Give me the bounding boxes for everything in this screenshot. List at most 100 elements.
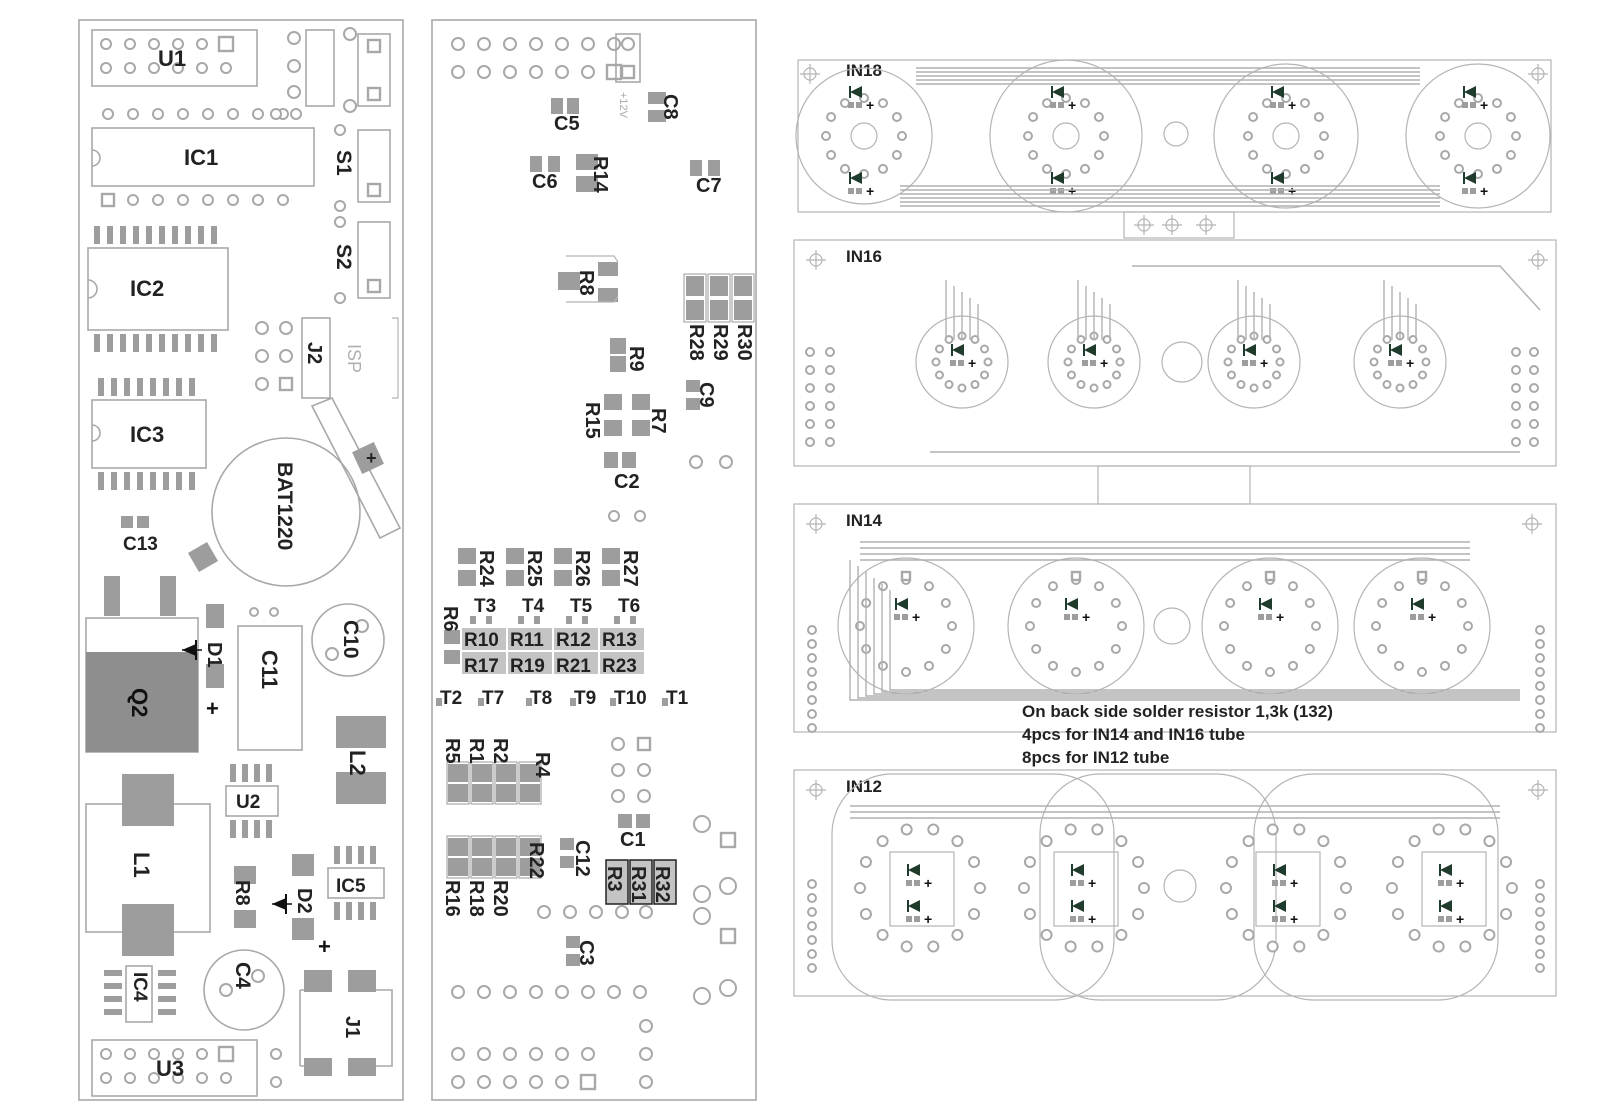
label-u2: U2 — [236, 792, 260, 813]
svg-text:+: + — [1480, 97, 1488, 113]
label-r7-ctrl: R7 — [647, 408, 669, 434]
display-board-in18: IN18 — [797, 59, 1552, 239]
label-r12-ctrl: R12 — [556, 630, 591, 651]
svg-text:+: + — [1406, 355, 1414, 371]
label-l2: L2 — [345, 750, 370, 776]
display-boards: IN18 IN16 IN14 IN12 ++++++++++++++++++++… — [793, 59, 1557, 1001]
label-in18: IN18 — [846, 61, 882, 80]
label-r2-ctrl: R2 — [489, 738, 511, 764]
u3-header: U3 — [91, 1039, 258, 1097]
d2-diode: D2 + — [272, 854, 331, 959]
svg-text:+: + — [1276, 609, 1284, 625]
main-board: U1 IC1 S1 S2 IC2 — [78, 19, 404, 1101]
label-c2-ctrl: C2 — [614, 471, 640, 493]
label-r3-ctrl: R3 — [603, 866, 625, 892]
label-d1: D1 — [203, 642, 225, 668]
label-c7-ctrl: C7 — [696, 175, 722, 197]
label-r15-ctrl: R15 — [581, 402, 603, 439]
label-r1-ctrl: R1 — [465, 738, 487, 764]
label-c3-ctrl: C3 — [575, 940, 597, 966]
label-ic3: IC3 — [130, 422, 164, 447]
svg-text:+: + — [1456, 911, 1464, 927]
label-r6-ctrl: R6 — [439, 606, 461, 632]
label-c9-ctrl: C9 — [695, 382, 717, 408]
ic3-chip: IC3 — [91, 399, 207, 469]
c11-cap: C11 — [237, 607, 303, 751]
l1-inductor: L1 — [85, 774, 211, 956]
svg-text:+: + — [1082, 609, 1090, 625]
label-ic2: IC2 — [130, 276, 164, 301]
label-r22-ctrl: R22 — [525, 842, 547, 879]
svg-text:+: + — [924, 875, 932, 891]
svg-text:+: + — [912, 609, 920, 625]
svg-text:+: + — [1068, 97, 1076, 113]
svg-text:+: + — [1288, 183, 1296, 199]
label-r11-ctrl: R11 — [510, 630, 544, 651]
label-l1: L1 — [129, 852, 154, 878]
svg-text:+: + — [866, 97, 874, 113]
label-in16: IN16 — [846, 247, 882, 266]
note-line-2: 4pcs for IN14 and IN16 tube — [1022, 725, 1245, 744]
c4-cap: C4 — [203, 949, 285, 1031]
label-t6-ctrl: T6 — [618, 596, 640, 617]
label-c11: C11 — [257, 650, 282, 689]
u2-regulator: U2 — [225, 785, 279, 817]
svg-text:+: + — [1290, 875, 1298, 891]
u1-header: U1 — [91, 27, 357, 113]
label-r31-ctrl: R31 — [627, 866, 649, 903]
note-line-1: On back side solder resistor 1,3k (132) — [1022, 702, 1333, 721]
label-bat1220: BAT1220 — [273, 462, 296, 550]
label-r14-ctrl: R14 — [589, 156, 611, 194]
ic5-chip: IC5 — [327, 867, 385, 899]
svg-text:+: + — [366, 448, 377, 468]
svg-text:+: + — [866, 183, 874, 199]
label-c12-ctrl: C12 — [571, 840, 593, 877]
label-r26-ctrl: R26 — [571, 550, 593, 587]
l2-inductor: L2 — [336, 716, 386, 804]
label-t2-ctrl: T2 — [440, 688, 462, 709]
label-r9-ctrl: R9 — [625, 346, 647, 372]
label-isp: ISP — [344, 344, 364, 373]
label-12v: +12V — [617, 92, 629, 119]
label-t3-ctrl: T3 — [474, 596, 496, 617]
r8-resistor-main: R8 — [231, 866, 256, 928]
s2-switch: S2 — [332, 221, 391, 299]
s-switch-top — [305, 29, 391, 107]
label-r23-ctrl: R23 — [602, 656, 637, 677]
label-in14: IN14 — [846, 511, 882, 530]
control-board-outline — [431, 19, 757, 1101]
assembly-note: On back side solder resistor 1,3k (132) … — [1022, 702, 1333, 767]
label-t8-ctrl: T8 — [530, 688, 552, 709]
d1-diode: D1 + — [182, 604, 225, 721]
display-board-in16: IN16 — [793, 239, 1557, 505]
display-board-in14: IN14 — [793, 503, 1557, 733]
label-r10-ctrl: R10 — [464, 630, 499, 651]
label-r27-ctrl: R27 — [619, 550, 641, 587]
label-r16-ctrl: R16 — [441, 880, 463, 917]
label-r25-ctrl: R25 — [523, 550, 545, 587]
label-u1: U1 — [158, 46, 186, 71]
label-s2: S2 — [332, 244, 355, 270]
label-r32-ctrl: R32 — [651, 866, 673, 903]
label-ic4: IC4 — [129, 972, 150, 1002]
label-j1: J1 — [341, 1016, 363, 1038]
ic1-chip: IC1 — [91, 127, 315, 187]
svg-text:+: + — [1088, 875, 1096, 891]
ic2-chip: IC2 — [87, 247, 229, 331]
label-j2: J2 — [303, 342, 325, 364]
c10-cap: C10 — [311, 603, 385, 677]
label-r28-ctrl: R28 — [685, 324, 707, 361]
label-c13: C13 — [123, 534, 158, 555]
label-r18-ctrl: R18 — [465, 880, 487, 917]
ic4-chip: IC4 — [125, 965, 153, 1023]
s1-switch: S1 — [332, 129, 391, 203]
label-r5-ctrl: R5 — [441, 738, 463, 764]
label-u3: U3 — [156, 1056, 184, 1081]
q2-transistor: Q2 — [85, 576, 199, 753]
label-t5-ctrl: T5 — [570, 596, 593, 617]
label-r8-main: R8 — [231, 880, 253, 906]
label-t1-ctrl: T1 — [666, 688, 689, 709]
label-s1: S1 — [332, 150, 355, 176]
